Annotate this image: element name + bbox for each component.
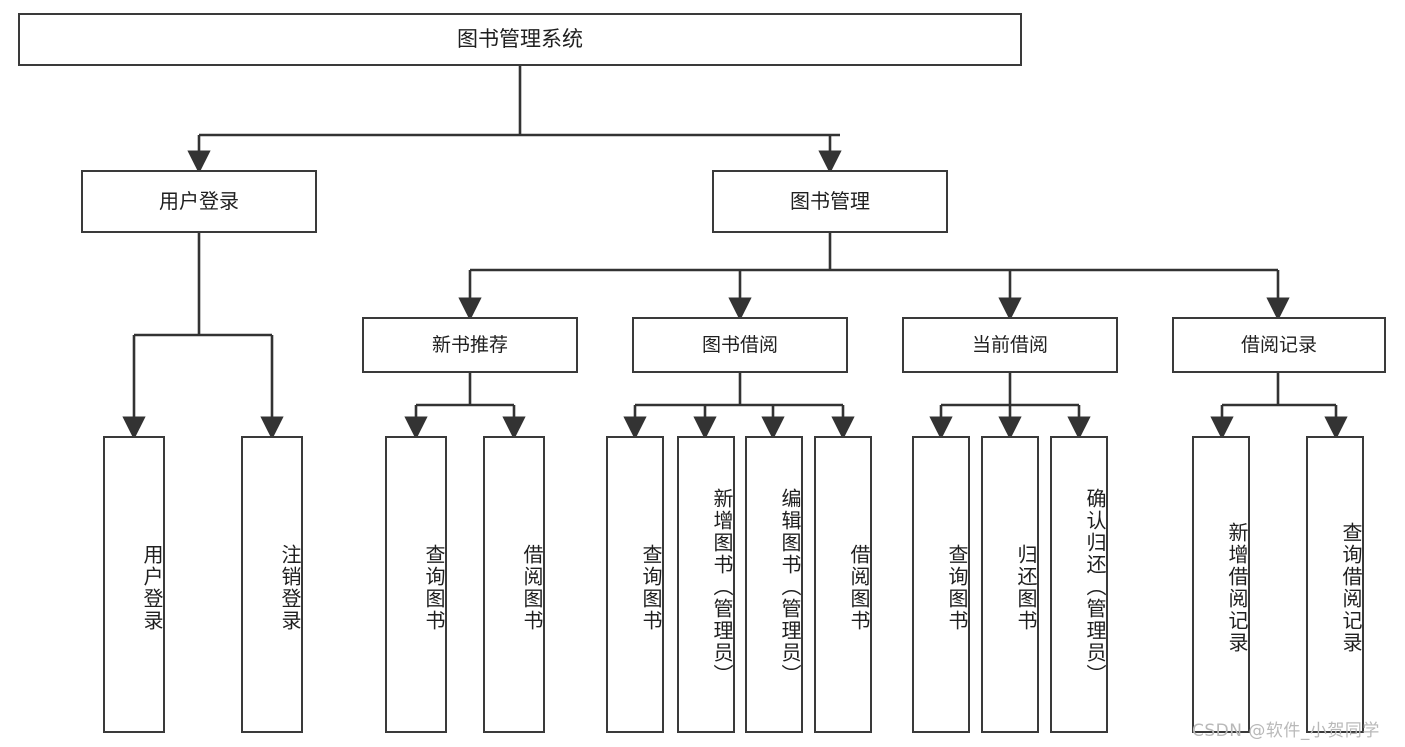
node-borrow-record[interactable]: 借阅记录 bbox=[1172, 317, 1386, 373]
leaf-user-login[interactable]: 用户登录 bbox=[103, 436, 165, 733]
leaf-bookborrow-borrow-book[interactable]: 借阅图书 bbox=[814, 436, 872, 733]
leaf-logout-label: 注销登录 bbox=[278, 543, 302, 632]
leaf-bookborrow-edit-book-label: 编辑图书（管理员） bbox=[778, 487, 802, 686]
leaf-borrowrecord-add-record[interactable]: 新增借阅记录 bbox=[1192, 436, 1250, 733]
leaf-currentborrow-return-book[interactable]: 归还图书 bbox=[981, 436, 1039, 733]
node-borrow-record-label: 借阅记录 bbox=[1240, 333, 1317, 356]
leaf-borrowrecord-query-record[interactable]: 查询借阅记录 bbox=[1306, 436, 1364, 733]
leaf-newbook-query-book-label: 查询图书 bbox=[422, 543, 446, 632]
node-user-login[interactable]: 用户登录 bbox=[81, 170, 317, 233]
node-book-manage[interactable]: 图书管理 bbox=[712, 170, 948, 233]
leaf-newbook-borrow-book[interactable]: 借阅图书 bbox=[483, 436, 545, 733]
node-book-manage-label: 图书管理 bbox=[790, 188, 870, 213]
leaf-borrowrecord-add-record-label: 新增借阅记录 bbox=[1225, 521, 1249, 654]
leaf-bookborrow-query-book-label: 查询图书 bbox=[639, 543, 663, 632]
leaf-currentborrow-return-book-label: 归还图书 bbox=[1014, 543, 1038, 632]
node-root-label: 图书管理系统 bbox=[457, 27, 583, 52]
node-new-book-recommend[interactable]: 新书推荐 bbox=[362, 317, 578, 373]
leaf-bookborrow-add-book[interactable]: 新增图书（管理员） bbox=[677, 436, 735, 733]
leaf-currentborrow-confirm-return-label: 确认归还（管理员） bbox=[1083, 487, 1107, 686]
node-current-borrow[interactable]: 当前借阅 bbox=[902, 317, 1118, 373]
leaf-newbook-borrow-book-label: 借阅图书 bbox=[520, 543, 544, 632]
csdn-watermark: CSDN @软件_小贺同学 bbox=[1192, 721, 1380, 741]
node-book-borrow-label: 图书借阅 bbox=[701, 333, 778, 356]
leaf-currentborrow-confirm-return[interactable]: 确认归还（管理员） bbox=[1050, 436, 1108, 733]
leaf-borrowrecord-query-record-label: 查询借阅记录 bbox=[1339, 521, 1363, 654]
node-root[interactable]: 图书管理系统 bbox=[18, 13, 1022, 66]
leaf-bookborrow-borrow-book-label: 借阅图书 bbox=[847, 543, 871, 632]
leaf-bookborrow-add-book-label: 新增图书（管理员） bbox=[710, 487, 734, 686]
leaf-user-login-label: 用户登录 bbox=[140, 543, 164, 632]
leaf-currentborrow-query-book-label: 查询图书 bbox=[945, 543, 969, 632]
node-book-borrow[interactable]: 图书借阅 bbox=[632, 317, 848, 373]
node-user-login-label: 用户登录 bbox=[159, 188, 239, 213]
node-new-book-recommend-label: 新书推荐 bbox=[431, 333, 508, 356]
leaf-bookborrow-edit-book[interactable]: 编辑图书（管理员） bbox=[745, 436, 803, 733]
leaf-logout[interactable]: 注销登录 bbox=[241, 436, 303, 733]
leaf-bookborrow-query-book[interactable]: 查询图书 bbox=[606, 436, 664, 733]
node-current-borrow-label: 当前借阅 bbox=[971, 333, 1048, 356]
leaf-currentborrow-query-book[interactable]: 查询图书 bbox=[912, 436, 970, 733]
leaf-newbook-query-book[interactable]: 查询图书 bbox=[385, 436, 447, 733]
